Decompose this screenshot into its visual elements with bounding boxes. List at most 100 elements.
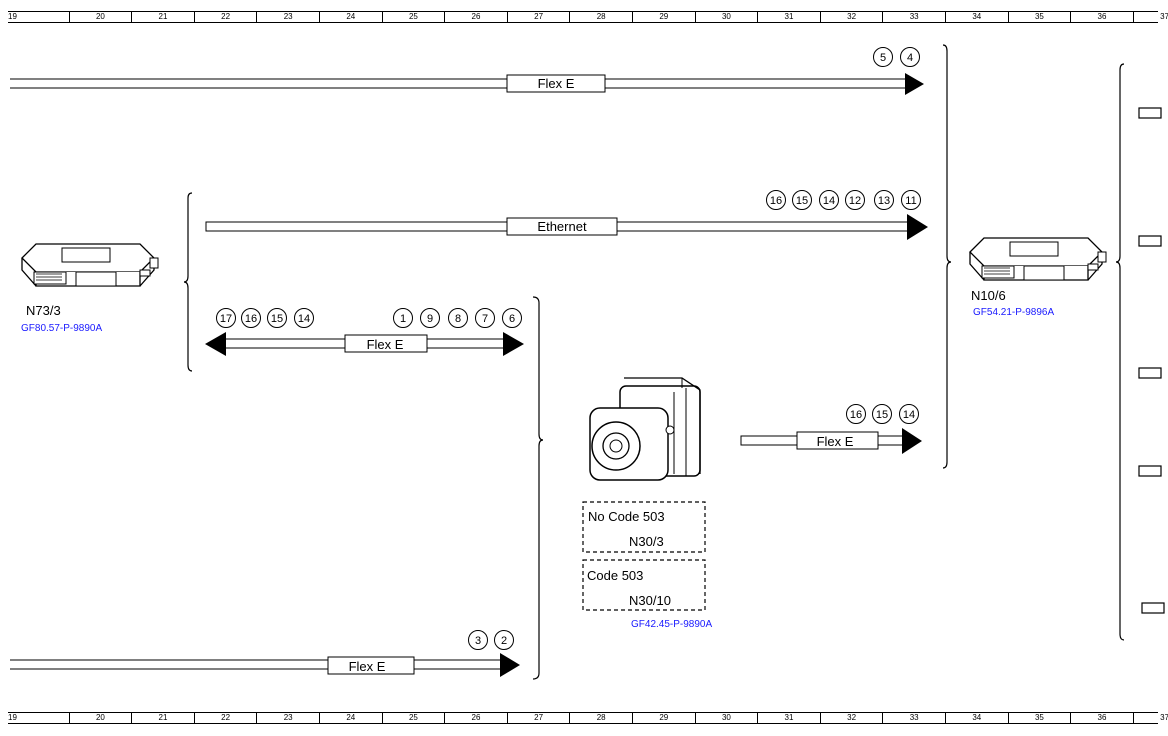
ruler-column: 24 [319,713,382,723]
pin-label: 14 [903,409,915,421]
bus-flex-n30: Flex E 16 15 14 [740,404,922,454]
pin-circle [267,308,287,328]
variant-label: N30/10 [629,593,671,608]
variant-code: No Code 503 [588,509,665,524]
connector-stubs [1138,107,1165,614]
ruler-column: 23 [256,12,319,22]
ruler-column: 29 [632,12,695,22]
pin-label: 15 [271,313,283,325]
pin-label: 4 [907,52,913,64]
ruler-column: 26 [444,12,507,22]
pin-label: 1 [400,313,406,325]
pin-circle [216,308,236,328]
variant-label: N30/3 [629,534,664,549]
ruler-column: 21 [131,713,194,723]
control-unit-icon [969,237,1107,281]
bus-label-box [796,431,879,450]
ruler-column: 35 [1007,12,1071,22]
variant-code: Code 503 [587,568,643,583]
pin-label: 7 [482,313,488,325]
ruler-column: 30 [694,12,758,22]
ruler-column: 26 [444,713,507,723]
bus-label-flex-mid: Flex E [367,337,404,352]
ruler-column: 19 [8,713,17,722]
pin-circle [766,190,786,210]
pin-circle [475,308,495,328]
ruler-column: 28 [569,713,632,723]
bus-label-box [344,334,428,353]
ruler-column: 33 [882,713,945,723]
ruler-column: 22 [193,12,257,22]
pin-label: 16 [770,195,782,207]
ruler-column: 30 [694,713,758,723]
pin-label: 6 [509,313,515,325]
pin-circle [899,404,919,424]
ruler-column: 27 [506,713,570,723]
bus-ethernet: Ethernet 16 15 14 12 13 11 [205,190,928,240]
pin-circle [873,47,893,67]
pin-label: 13 [878,195,890,207]
pin-label: 2 [501,635,507,647]
component-reference: GF54.21-P-9896A [973,307,1054,318]
pin-label: 8 [455,313,461,325]
pin-label: 15 [876,409,888,421]
pin-circle [393,308,413,328]
ruler-column: 33 [882,12,945,22]
pin-circle [468,630,488,650]
ruler-column: 23 [256,713,319,723]
grouping-brackets [183,44,1125,680]
pin-circle [846,404,866,424]
pin-circle [792,190,812,210]
pin-circle [241,308,261,328]
pin-label: 5 [880,52,886,64]
component-reference: GF80.57-P-9890A [21,323,102,334]
pin-label: 15 [796,195,808,207]
bus-flex-top: Flex E 5 4 [10,47,924,95]
component-n30: No Code 503 N30/3 Code 503 N30/10 GF42.4… [582,377,712,630]
bus-label-flex-top: Flex E [538,76,575,91]
pin-label: 9 [427,313,433,325]
bus-label-box [506,74,606,93]
pin-label: 3 [475,635,481,647]
abs-esp-unit-icon [589,377,701,481]
pin-label: 11 [905,195,916,207]
ruler-column: 19 [8,12,17,21]
pin-circle [502,308,522,328]
bus-label-ethernet: Ethernet [537,219,587,234]
pin-circle [294,308,314,328]
ruler-column: 34 [945,713,1008,723]
variant-box-no-code-503 [582,501,706,553]
bus-label-flex-n30: Flex E [817,434,854,449]
pin-circle [448,308,468,328]
ruler-column: 22 [193,713,257,723]
bus-flex-bottom: Flex E 3 2 [10,630,520,677]
ruler-column: 27 [506,12,570,22]
ruler-column: 36 [1070,713,1133,723]
ruler-column: 24 [319,12,382,22]
ruler-column: 37 [1132,12,1168,22]
pin-circle [872,404,892,424]
ruler-column: 34 [945,12,1008,22]
bus-flex-mid: Flex E 17 16 15 14 1 9 8 7 6 [205,308,524,356]
variant-box-code-503 [582,559,706,611]
ruler-column: 37 [1132,713,1168,723]
bus-label-box [327,656,415,675]
component-label: N10/6 [971,288,1006,303]
pin-label: 12 [849,195,861,207]
component-n73-3: N73/3 GF80.57-P-9890A [21,243,159,334]
ruler-column: 31 [757,713,820,723]
ruler-column: 29 [632,713,695,723]
bus-label-flex-bottom: Flex E [349,659,386,674]
pin-circle [420,308,440,328]
ruler-column: 35 [1007,713,1071,723]
component-n10-6: N10/6 GF54.21-P-9896A [969,237,1107,318]
ruler-column: 31 [757,12,820,22]
component-label: N73/3 [26,303,61,318]
ruler-column: 25 [381,713,445,723]
pin-label: 14 [823,195,835,207]
pin-circle [819,190,839,210]
component-reference: GF42.45-P-9890A [631,619,712,630]
